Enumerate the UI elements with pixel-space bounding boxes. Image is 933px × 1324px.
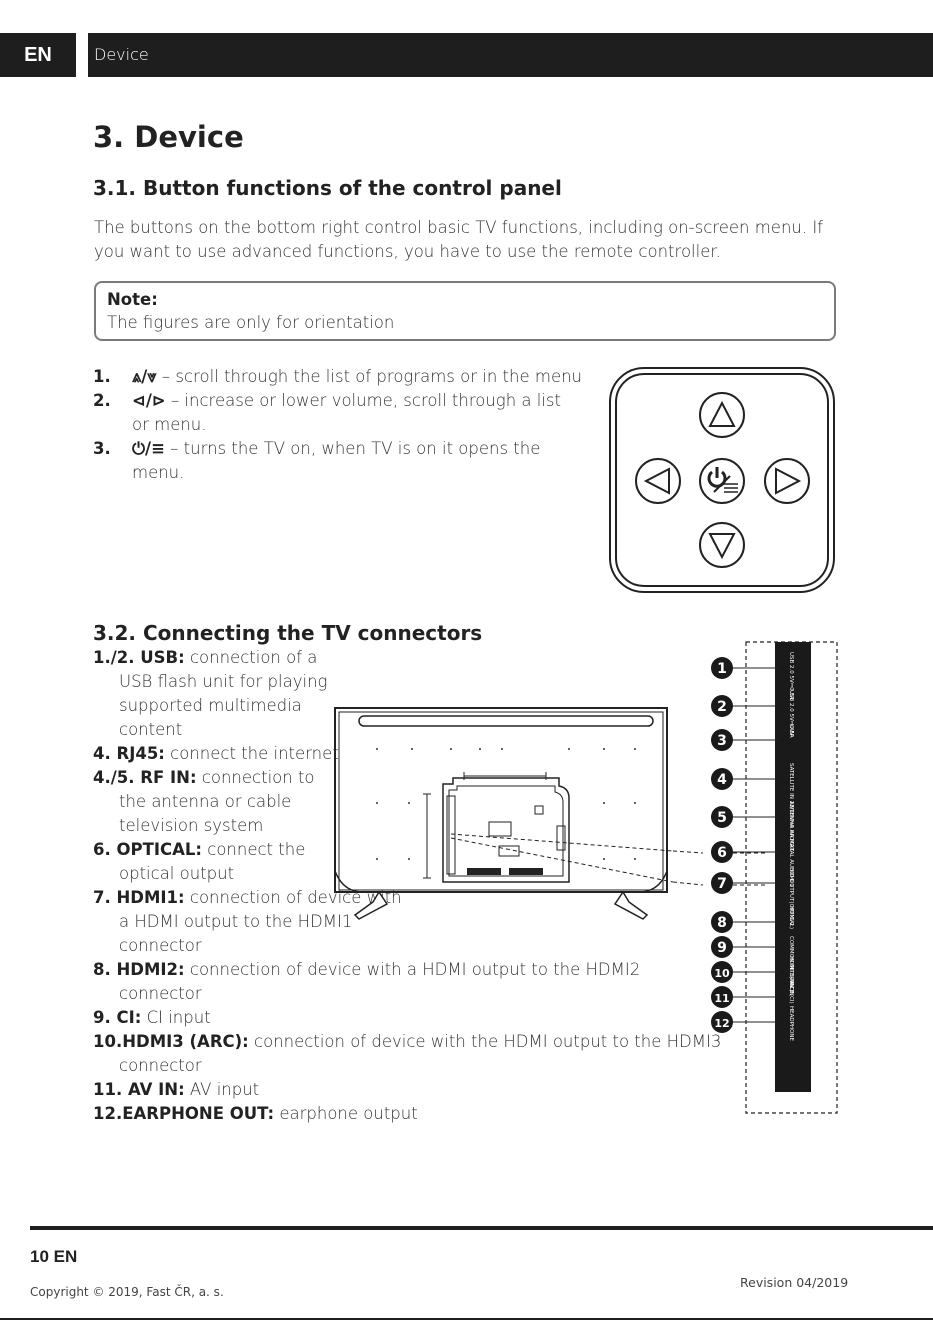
port-label: LAN xyxy=(788,724,794,735)
note-text: The figures are only for orientation xyxy=(107,313,395,332)
page-number: 10 EN xyxy=(30,1247,78,1266)
callout-number: 10 xyxy=(714,967,730,980)
tv-back-illustration xyxy=(334,707,673,920)
port-label: HDMI 3(ARC) xyxy=(788,956,794,991)
list-item: 9. CI: CI input xyxy=(93,1008,211,1027)
callout-number: 6 xyxy=(717,845,727,861)
list-item: 1.⩓/⩔ – scroll through the list of progr… xyxy=(93,367,583,386)
list-item: 1./2. USB: connection of a USB flash uni… xyxy=(93,648,328,739)
callout-number: 12 xyxy=(714,1017,729,1030)
up-button-icon xyxy=(699,392,745,438)
left-button-icon xyxy=(635,458,681,504)
callout-number: 7 xyxy=(717,876,727,892)
list-item: 2.⊲/⊳ – increase or lower volume, scroll… xyxy=(93,391,562,434)
list-item: 12.EARPHONE OUT: earphone output xyxy=(93,1104,418,1123)
leader-lines xyxy=(673,850,765,886)
callout-marker xyxy=(711,806,733,828)
section-heading-button-functions: 3.1. Button functions of the control pan… xyxy=(93,176,562,200)
callout-number: 5 xyxy=(717,810,727,826)
intro-paragraph: The buttons on the bottom right control … xyxy=(94,218,824,261)
list-item: 4. RJ45: connect the internet xyxy=(93,744,339,763)
callout-marker xyxy=(711,911,733,933)
port-label: HDMI 1 xyxy=(788,867,794,887)
port-label: USB 2.0 5V⎓0.5A xyxy=(788,652,794,700)
revision-text: Revision 04/2019 xyxy=(740,1275,849,1290)
port-label: AV IN xyxy=(788,981,794,996)
connector-list: 1./2. USB: connection of a USB flash uni… xyxy=(93,646,744,1126)
port-label: HDMI 2 xyxy=(788,906,794,926)
left-right-arrow-icon: ⊲/⊳ xyxy=(132,391,166,410)
section-header: Device xyxy=(88,33,933,77)
port-label: ANTENNA IN xyxy=(788,801,794,835)
callout-marker xyxy=(711,729,733,751)
port-label: SATELLITE IN 13/18V⎓0.4A MAX xyxy=(788,763,794,851)
list-item: 4./5. RF IN: connection to the antenna o… xyxy=(93,768,315,835)
footer-divider xyxy=(30,1226,933,1230)
note-title: Note: xyxy=(107,290,158,309)
callout-number: 4 xyxy=(717,772,727,788)
port-label: USB 2.0 5V⎓0.5A xyxy=(788,690,794,738)
callout-number: 11 xyxy=(714,992,729,1005)
callout-marker xyxy=(711,657,733,679)
callout-marker xyxy=(711,841,733,863)
callout-marker xyxy=(711,1011,733,1033)
page-title: 3. Device xyxy=(93,120,244,154)
button-function-list: 1.⩓/⩔ – scroll through the list of progr… xyxy=(93,365,583,485)
power-menu-icon: ⏻/≡ xyxy=(132,439,165,458)
callout-number: 2 xyxy=(717,699,727,715)
control-panel-illustration xyxy=(609,367,835,593)
list-item: 10.HDMI3 (ARC): connection of device wit… xyxy=(93,1032,722,1075)
callout-number: 9 xyxy=(717,940,727,956)
power-menu-button-icon xyxy=(699,458,745,504)
list-item: 3.⏻/≡ – turns the TV on, when TV is on i… xyxy=(93,439,541,482)
callout-marker xyxy=(711,695,733,717)
port-label: DIGITAL AUDIO OUTPUT(OPTICAL) xyxy=(788,836,794,929)
up-down-arrow-icon: ⩓/⩔ xyxy=(132,367,157,386)
callout-number: 1 xyxy=(717,661,727,677)
down-button-icon xyxy=(699,522,745,568)
callout-marker xyxy=(711,768,733,790)
callout-number: 8 xyxy=(717,915,727,931)
note-box: Note: The figures are only for orientati… xyxy=(94,281,836,341)
section-heading-connectors: 3.2. Connecting the TV connectors xyxy=(93,621,483,645)
list-item: 11. AV IN: AV input xyxy=(93,1080,260,1099)
callout-marker xyxy=(711,872,733,894)
copyright-text: Copyright © 2019, Fast ČR, a. s. xyxy=(30,1285,224,1299)
port-label: COMMON INTERFACE(CI) xyxy=(788,936,794,1004)
language-tab: EN xyxy=(0,33,76,77)
callout-marker xyxy=(711,936,733,958)
callout-number: 3 xyxy=(717,733,727,749)
callout-marker xyxy=(711,961,733,983)
list-item: 8. HDMI2: connection of device with a HD… xyxy=(93,960,641,1003)
right-button-icon xyxy=(764,458,810,504)
callout-marker xyxy=(711,986,733,1008)
port-label: HEADPHONE xyxy=(788,1006,794,1042)
bottom-rule xyxy=(0,1318,933,1320)
list-item: 6. OPTICAL: connect the optical output xyxy=(93,840,306,883)
